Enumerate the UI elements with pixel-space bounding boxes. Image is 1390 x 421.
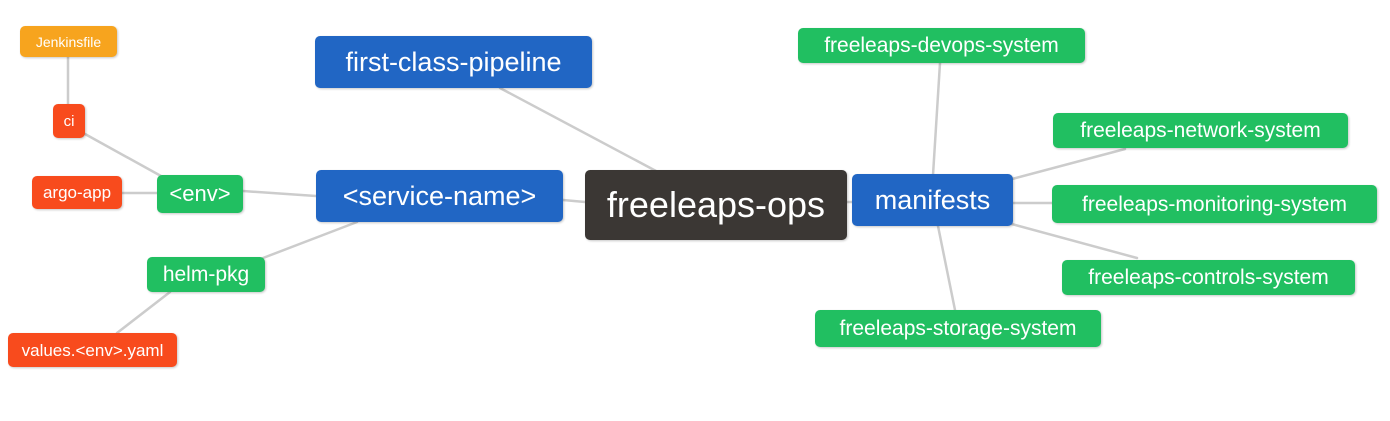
- node-freeleaps-network-system[interactable]: freeleaps-network-system: [1053, 113, 1348, 148]
- edge-manifests-devops-system: [931, 61, 942, 177]
- node-argo-app[interactable]: argo-app: [32, 176, 122, 209]
- edge-manifests-controls-system: [1006, 221, 1139, 260]
- edge-helm-pkg-values-yaml: [115, 290, 172, 335]
- node-freeleaps-monitoring-system[interactable]: freeleaps-monitoring-system: [1052, 185, 1377, 223]
- node-freeleaps-ops[interactable]: freeleaps-ops: [585, 170, 847, 240]
- node-helm-pkg[interactable]: helm-pkg: [147, 257, 265, 292]
- edge-env-service-name: [241, 189, 318, 198]
- edge-service-name-freeleaps-ops: [561, 198, 587, 204]
- node-first-class-pipeline[interactable]: first-class-pipeline: [315, 36, 592, 88]
- node-manifests[interactable]: manifests: [852, 174, 1013, 226]
- node-env[interactable]: <env>: [157, 175, 243, 213]
- node-values-env-yaml[interactable]: values.<env>.yaml: [8, 333, 177, 367]
- edge-manifests-network-system: [1010, 147, 1127, 181]
- edge-pipeline-freeleaps-ops: [498, 86, 658, 173]
- edge-manifests-storage-system: [936, 224, 957, 312]
- node-freeleaps-controls-system[interactable]: freeleaps-controls-system: [1062, 260, 1355, 295]
- edge-ci-env: [83, 132, 163, 178]
- node-freeleaps-storage-system[interactable]: freeleaps-storage-system: [815, 310, 1101, 347]
- node-ci[interactable]: ci: [53, 104, 85, 138]
- edge-service-name-helm-pkg: [261, 220, 359, 260]
- node-freeleaps-devops-system[interactable]: freeleaps-devops-system: [798, 28, 1085, 63]
- node-jenkinsfile[interactable]: Jenkinsfile: [20, 26, 117, 57]
- node-service-name[interactable]: <service-name>: [316, 170, 563, 222]
